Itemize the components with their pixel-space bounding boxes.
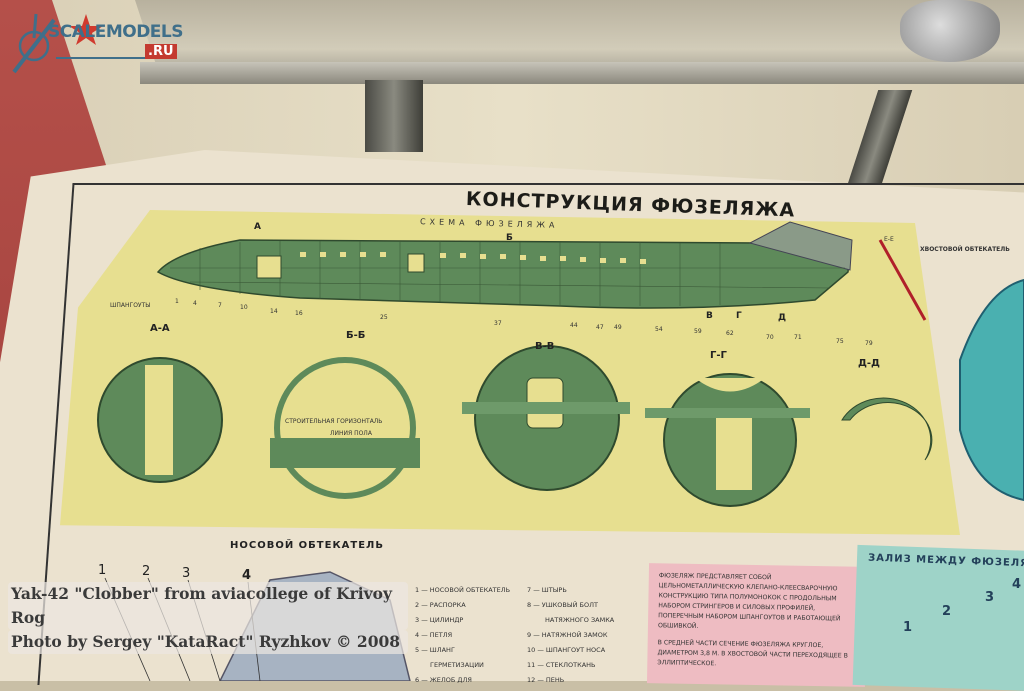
- nose-part-number: 4: [242, 568, 252, 583]
- frame-number: 44: [570, 322, 578, 329]
- legend-item: 7 — ШТЫРЬ: [527, 586, 567, 594]
- fairing-part-number: 1: [903, 620, 913, 635]
- section-b-b: [270, 357, 420, 499]
- frame-number: 10: [240, 304, 248, 311]
- fuselage-side-view: [156, 239, 851, 309]
- tail-fin: [748, 221, 853, 271]
- legend-item: 9 — НАТЯЖНОЙ ЗАМОК: [527, 631, 608, 639]
- description-paragraph: В СРЕДНЕЙ ЧАСТИ СЕЧЕНИЕ ФЮЗЕЛЯЖА КРУГЛОЕ…: [657, 639, 848, 668]
- section-label: В-В: [535, 341, 555, 352]
- legend-item: ГЕРМЕТИЗАЦИИ: [430, 661, 484, 669]
- legend-item: НАТЯЖНОГО ЗАМКА: [545, 616, 615, 624]
- caption-line: Yak-42 "Clobber" from aviacollege of Kri…: [8, 582, 408, 630]
- caption-line: Photo by Sergey "KataRact" Ryzhkov © 200…: [8, 630, 408, 654]
- door: [256, 255, 282, 279]
- section-label: Г-Г: [710, 350, 727, 361]
- legend-item: 12 — ПЕНЬ: [527, 676, 565, 684]
- legend-item: 3 — ЦИЛИНДР: [415, 616, 464, 624]
- nose-part-number: 1: [98, 563, 107, 578]
- nose-fairing-title: НОСОВОЙ ОБТЕКАТЕЛЬ: [230, 540, 384, 551]
- shelf-edge: [140, 62, 1024, 84]
- frame-number: 75: [836, 338, 844, 345]
- legend-item: 11 — СТЕКЛОТКАНЬ: [527, 661, 596, 669]
- frame-number: 37: [494, 320, 502, 327]
- section-mark: Д: [778, 313, 787, 323]
- tail-fairing-red-strut: [878, 239, 927, 321]
- frame-number: 71: [794, 334, 802, 341]
- section-mark: Б: [506, 233, 513, 243]
- tail-section-title: ХВОСТОВОЙ ОБТЕКАТЕЛЬ: [920, 246, 1010, 253]
- frame-number: 62: [726, 330, 734, 337]
- frame-number: 16: [295, 310, 303, 317]
- nose-part-number: 3: [182, 566, 191, 581]
- fairing-part-number: 2: [942, 604, 952, 619]
- section-mark: Г: [736, 311, 742, 321]
- section-v-v: [462, 345, 630, 491]
- frame-number: 1: [175, 298, 179, 305]
- section-label: А-А: [150, 323, 170, 334]
- section-d-d: [841, 397, 933, 461]
- watermark-logo-suffix: .RU: [145, 44, 177, 59]
- legend-item: 5 — ШЛАНГ: [415, 646, 455, 654]
- legend-item: 6 — ЖЕЛОБ ДЛЯ: [415, 676, 472, 684]
- frame-lines: [170, 241, 845, 306]
- photo-caption: Yak-42 "Clobber" from aviacollege of Kri…: [8, 582, 408, 654]
- frame-number: 79: [865, 340, 873, 347]
- nose-part-number: 2: [142, 564, 151, 579]
- description-paragraph: ФЮЗЕЛЯЖ ПРЕДСТАВЛЯЕТ СОБОЙ ЦЕЛЬНОМЕТАЛЛИ…: [657, 572, 841, 630]
- frame-number: 14: [270, 308, 278, 315]
- lamp: [900, 0, 1000, 62]
- tail-fairing-drawing: [959, 278, 1024, 502]
- frame-number: 25: [380, 314, 388, 321]
- fairing-part-number: 3: [985, 590, 995, 605]
- watermark-logo-text: SCALEMODELS: [48, 22, 184, 42]
- section-note: ЛИНИЯ ПОЛА: [330, 430, 372, 437]
- description-box: ФЮЗЕЛЯЖ ПРЕДСТАВЛЯЕТ СОБОЙ ЦЕЛЬНОМЕТАЛЛИ…: [646, 563, 868, 687]
- fairing-part-number: 4: [1012, 577, 1022, 592]
- propeller-logo-icon: [12, 13, 156, 74]
- frame-number: 4: [193, 300, 197, 307]
- legend-item: 10 — ШПАНГОУТ НОСА: [527, 646, 606, 654]
- section-a-a: [97, 357, 223, 483]
- frame-number: 47: [596, 324, 604, 331]
- section-label: Б-Б: [346, 330, 366, 341]
- frame-number: 54: [655, 326, 663, 333]
- frame-number: 7: [218, 302, 222, 309]
- door: [407, 253, 425, 273]
- section-note: СТРОИТЕЛЬНАЯ ГОРИЗОНТАЛЬ: [285, 418, 383, 425]
- windows: [300, 252, 646, 264]
- section-mark: В: [706, 311, 713, 321]
- section-g-g: [645, 373, 810, 507]
- section-label: Д-Д: [858, 358, 880, 369]
- legend-item: 4 — ПЕТЛЯ: [415, 631, 453, 639]
- legend-item: 8 — УШКОВЫЙ БОЛТ: [527, 601, 598, 609]
- frames-label: ШПАНГОУТЫ: [110, 302, 151, 309]
- shelf-post: [365, 80, 423, 152]
- frame-number: 59: [694, 328, 702, 335]
- frame-number: 70: [766, 334, 774, 341]
- legend-item: 2 — РАСПОРКА: [415, 601, 466, 609]
- tail-section-label: Е-Е: [884, 236, 894, 243]
- legend-item: 1 — НОСОВОЙ ОБТЕКАТЕЛЬ: [415, 586, 511, 594]
- section-mark: А: [254, 222, 261, 232]
- frame-number: 49: [614, 324, 622, 331]
